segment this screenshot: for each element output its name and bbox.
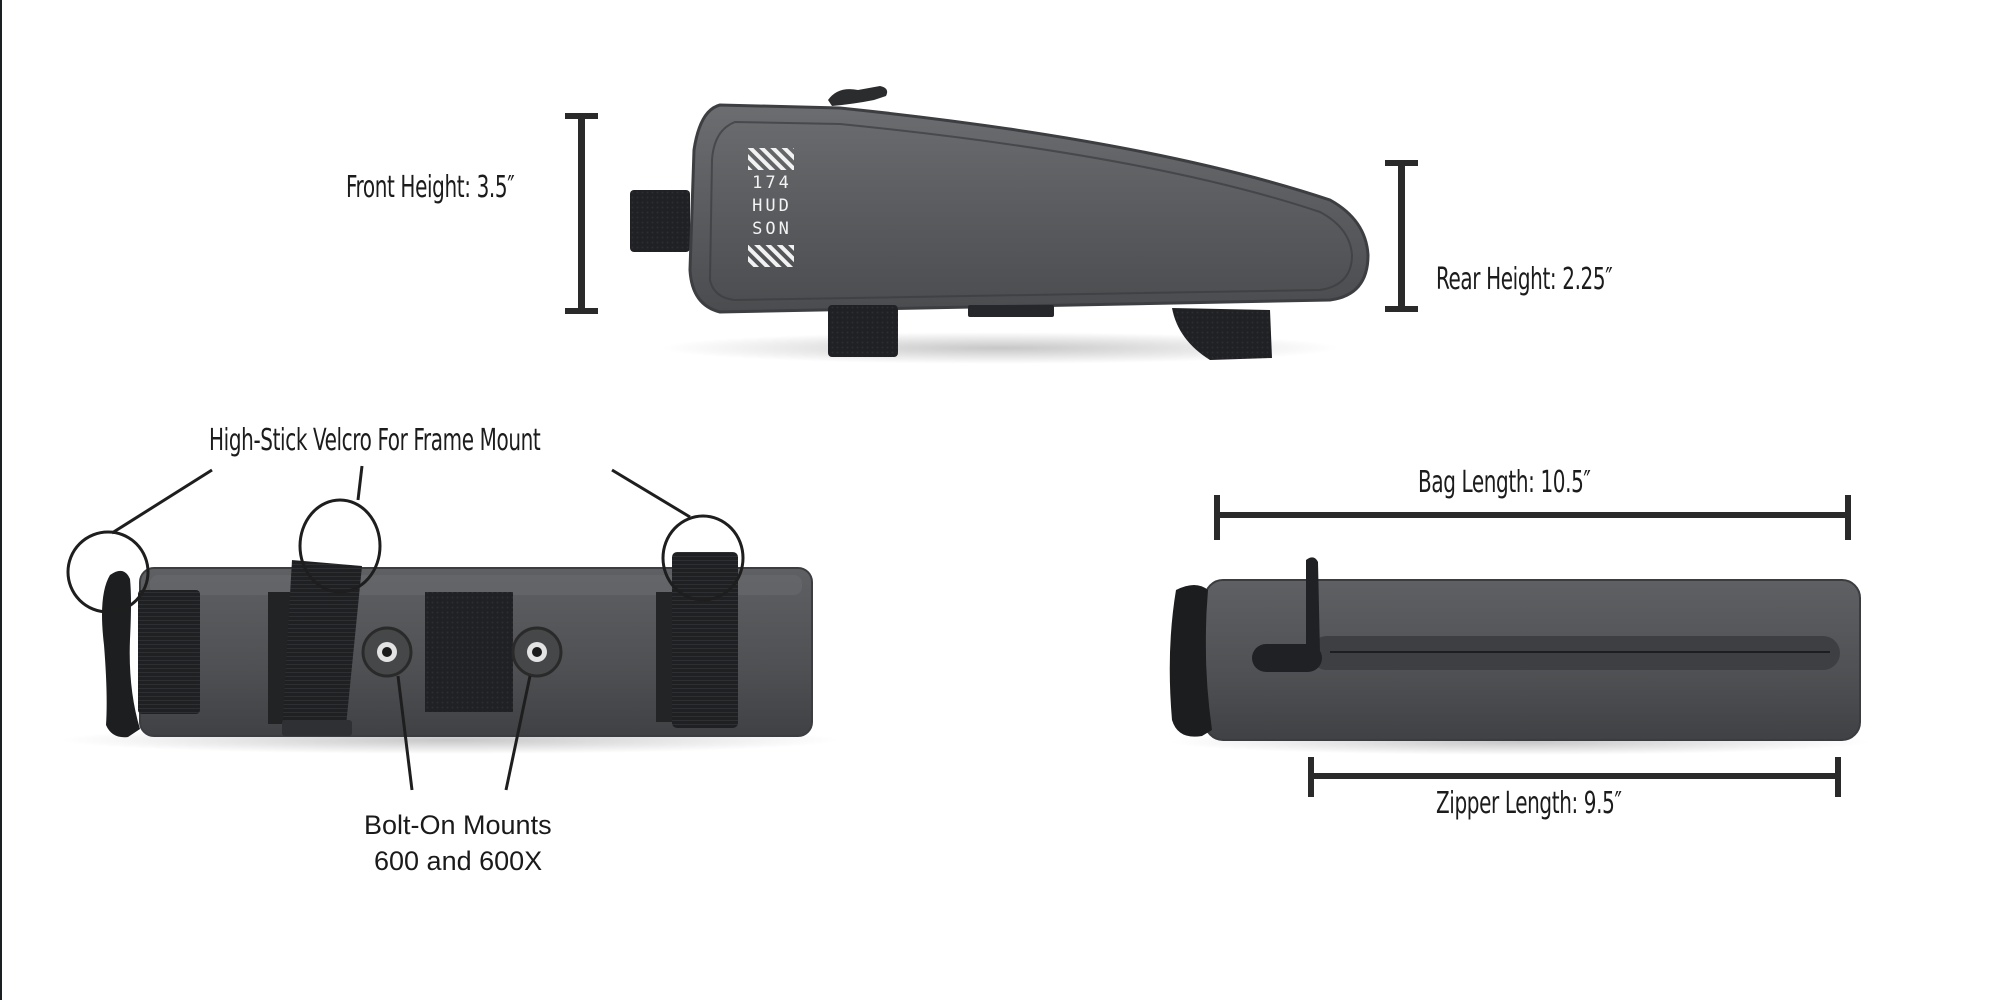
top-view-bag: [630, 86, 1370, 364]
rear-height-label: Rear Height: 2.25″: [1436, 262, 1613, 297]
rear-height-dimension-bar: [1385, 160, 1418, 312]
front-velcro-tab: [630, 190, 690, 252]
bottom-velcro-strap-rear: [1172, 308, 1272, 360]
zipper-pull-cord: [1306, 557, 1320, 659]
side-strap: [1169, 585, 1212, 737]
zipper-garage: [1252, 644, 1322, 672]
bottom-view-bag: [60, 552, 840, 754]
bolt-mounts-label-line1: Bolt-On Mounts: [364, 810, 552, 840]
front-height-dimension-bar: [565, 113, 598, 314]
bolt-mount-right: [511, 626, 563, 678]
brand-logo: [748, 148, 794, 267]
velcro-strap-2: [282, 560, 362, 736]
front-height-label: Front Height: 3.5″: [346, 170, 515, 205]
velcro-strap-3: [672, 552, 738, 728]
velcro-callouts: [66, 465, 745, 614]
bolt-mount-left: [361, 626, 413, 678]
bolt-callout-lines: [396, 675, 532, 791]
left-strap-coil: [102, 570, 140, 738]
side-view-bag: [1169, 557, 1870, 755]
logo-line-1: 174: [752, 173, 792, 193]
zipper-length-label: Zipper Length: 9.5″: [1436, 786, 1622, 821]
velcro-callout-label: High-Stick Velcro For Frame Mount: [209, 423, 541, 458]
bolt-mounts-label-line2: 600 and 600X: [374, 846, 543, 876]
brand-logo-text: 174 HUD SON: [748, 172, 796, 241]
zipper-pull: [828, 86, 888, 106]
bag-length-dimension-bar: [1214, 495, 1851, 540]
logo-line-2: HUD: [752, 196, 792, 216]
bottom-velcro-strap-front: [828, 305, 898, 357]
bag-length-label: Bag Length: 10.5″: [1418, 465, 1591, 500]
left-edge-border: [0, 0, 2, 1000]
logo-line-3: SON: [752, 219, 792, 239]
velcro-strap-1: [138, 590, 200, 714]
center-velcro-patch: [425, 592, 513, 712]
zipper-length-dimension-bar: [1308, 757, 1841, 797]
